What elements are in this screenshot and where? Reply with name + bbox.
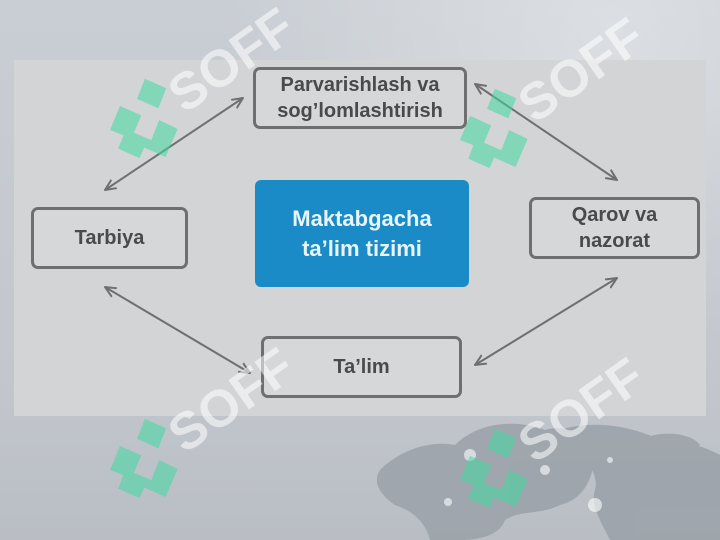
node-supervision: Qarov va nazorat <box>529 197 700 259</box>
watermark-3: SOFF <box>94 337 305 517</box>
node-education: Ta’lim <box>261 336 462 398</box>
arrow-top-left <box>105 98 243 190</box>
node-upbringing-label: Tarbiya <box>74 227 145 249</box>
watermark-3-text: SOFF <box>158 337 305 464</box>
watermark-2: SOFF <box>444 7 655 187</box>
node-care-health-line1: Parvarishlash va <box>280 74 440 96</box>
watermark-1: SOFF <box>94 0 305 177</box>
watermark-4: SOFF <box>444 347 655 527</box>
node-care-health: Parvarishlash va sog’lomlashtirish <box>253 67 467 129</box>
node-care-health-line2: sog’lomlashtirish <box>277 100 443 122</box>
watermark-2-text: SOFF <box>508 7 655 134</box>
node-upbringing: Tarbiya <box>31 207 188 269</box>
arrow-left-bottom <box>105 287 250 373</box>
node-preschool-system-line2: ta’lim tizimi <box>302 235 422 261</box>
watermark-4-text: SOFF <box>508 347 655 474</box>
node-education-label: Ta’lim <box>333 356 390 378</box>
node-supervision-line2: nazorat <box>578 230 651 252</box>
node-supervision-line1: Qarov va <box>571 204 658 226</box>
node-preschool-system: Maktabgacha ta’lim tizimi <box>255 180 469 287</box>
arrow-right-bottom <box>475 278 617 365</box>
node-preschool-system-line1: Maktabgacha <box>292 205 432 231</box>
watermark-1-text: SOFF <box>158 0 305 124</box>
